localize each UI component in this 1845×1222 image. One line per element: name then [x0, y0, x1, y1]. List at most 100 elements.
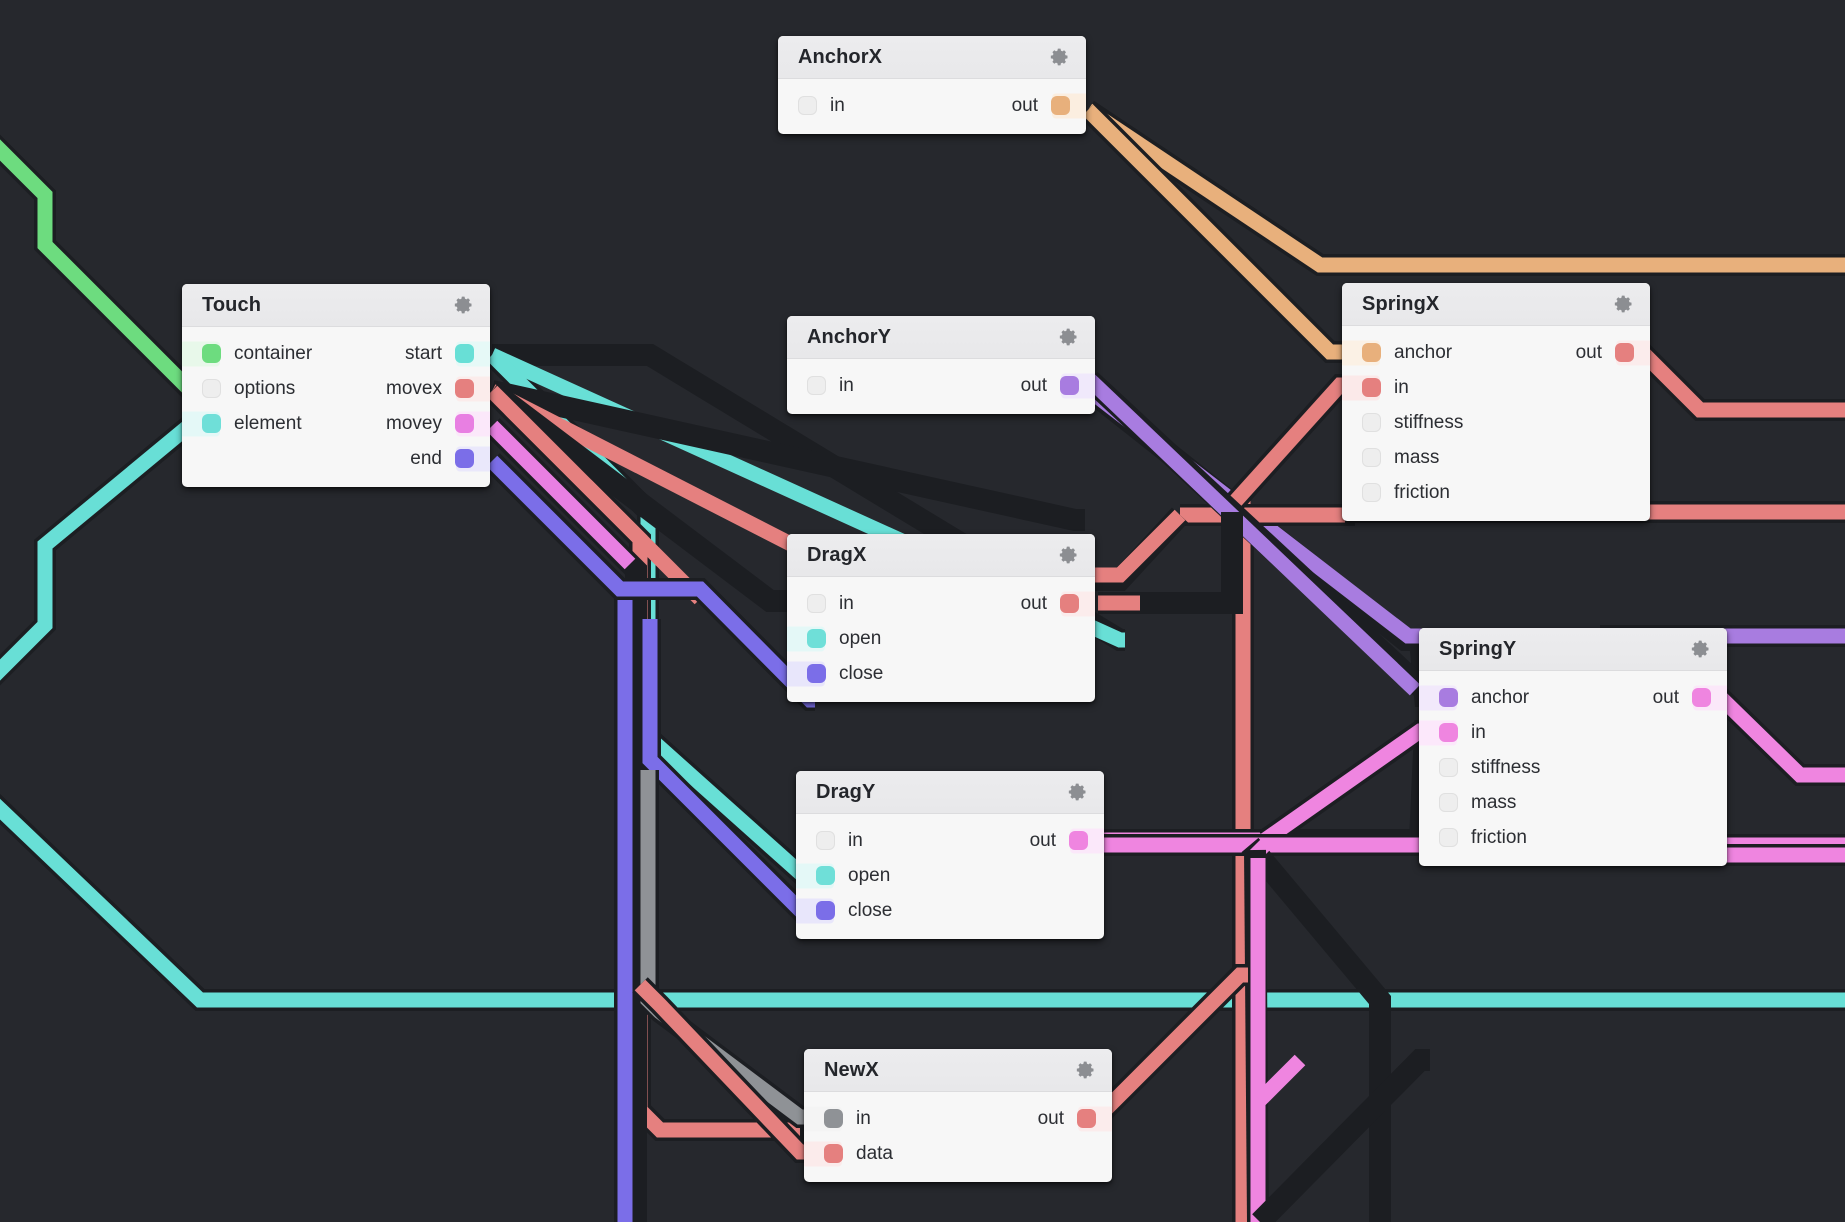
port-dot[interactable] [455, 344, 474, 363]
port-row[interactable]: in out [787, 368, 1095, 403]
port-dot[interactable] [1692, 688, 1711, 707]
port-row[interactable]: mass [1419, 785, 1727, 820]
port-in[interactable]: in [816, 830, 863, 852]
port-dot[interactable] [824, 1144, 843, 1163]
port-row[interactable]: in out [778, 88, 1086, 123]
port-in[interactable]: in [807, 375, 854, 397]
port-dot[interactable] [1615, 343, 1634, 362]
port-dot[interactable] [1077, 1109, 1096, 1128]
port-dot[interactable] [455, 414, 474, 433]
port-dot[interactable] [1439, 688, 1458, 707]
node-dragx[interactable]: DragX in out open [787, 534, 1095, 702]
port-dot[interactable] [816, 866, 835, 885]
port-in[interactable]: in [1342, 375, 1409, 400]
port-dot[interactable] [816, 901, 835, 920]
gear-icon[interactable] [1691, 639, 1711, 659]
port-in[interactable]: open [787, 626, 881, 651]
port-out[interactable]: out [1021, 373, 1095, 398]
port-dot[interactable] [455, 449, 474, 468]
port-in[interactable]: mass [1362, 447, 1439, 469]
port-dot[interactable] [202, 344, 221, 363]
port-in[interactable]: container [182, 341, 312, 366]
node-anchory[interactable]: AnchorY in out [787, 316, 1095, 414]
port-row[interactable]: in out [804, 1101, 1112, 1136]
port-dot[interactable] [807, 376, 826, 395]
port-row[interactable]: close [796, 893, 1104, 928]
port-in[interactable]: mass [1439, 792, 1516, 814]
port-row[interactable]: friction [1342, 475, 1650, 510]
port-dot[interactable] [1439, 828, 1458, 847]
port-in[interactable]: in [807, 593, 854, 615]
port-dot[interactable] [798, 96, 817, 115]
port-row[interactable]: in [1419, 715, 1727, 750]
port-in[interactable]: stiffness [1439, 757, 1540, 779]
port-out[interactable]: end [410, 446, 490, 471]
node-header[interactable]: Touch [182, 284, 490, 327]
port-row[interactable]: in [1342, 370, 1650, 405]
port-in[interactable]: open [796, 863, 890, 888]
port-row[interactable]: open [787, 621, 1095, 656]
port-dot[interactable] [1362, 448, 1381, 467]
port-row[interactable]: open [796, 858, 1104, 893]
port-dot[interactable] [1362, 378, 1381, 397]
node-header[interactable]: SpringX [1342, 283, 1650, 326]
port-dot[interactable] [824, 1109, 843, 1128]
node-newx[interactable]: NewX in out data [804, 1049, 1112, 1182]
port-out[interactable]: movex [386, 376, 490, 401]
node-dragy[interactable]: DragY in out open [796, 771, 1104, 939]
port-row[interactable]: container start [182, 336, 490, 371]
port-in[interactable]: in [798, 95, 845, 117]
port-dot[interactable] [1051, 96, 1070, 115]
port-row[interactable]: mass [1342, 440, 1650, 475]
port-dot[interactable] [202, 414, 221, 433]
port-in[interactable]: close [787, 661, 883, 686]
node-anchorx[interactable]: AnchorX in out [778, 36, 1086, 134]
port-in[interactable]: friction [1362, 482, 1450, 504]
port-in[interactable]: stiffness [1362, 412, 1463, 434]
node-header[interactable]: AnchorX [778, 36, 1086, 79]
port-row[interactable]: end [182, 441, 490, 476]
port-dot[interactable] [816, 831, 835, 850]
node-header[interactable]: SpringY [1419, 628, 1727, 671]
port-dot[interactable] [1060, 376, 1079, 395]
port-dot[interactable] [1362, 343, 1381, 362]
port-in[interactable]: friction [1439, 827, 1527, 849]
gear-icon[interactable] [1050, 47, 1070, 67]
port-dot[interactable] [1439, 793, 1458, 812]
port-dot[interactable] [1439, 758, 1458, 777]
port-row[interactable]: anchor out [1342, 335, 1650, 370]
port-out[interactable]: movey [386, 411, 490, 436]
port-in[interactable]: element [182, 411, 302, 436]
node-touch[interactable]: Touch container start options [182, 284, 490, 487]
port-row[interactable]: friction [1419, 820, 1727, 855]
node-header[interactable]: AnchorY [787, 316, 1095, 359]
port-dot[interactable] [807, 594, 826, 613]
port-out[interactable]: out [1012, 93, 1086, 118]
port-row[interactable]: element movey [182, 406, 490, 441]
port-row[interactable]: close [787, 656, 1095, 691]
port-out[interactable]: start [405, 341, 490, 366]
port-out[interactable]: out [1038, 1106, 1112, 1131]
port-out[interactable]: out [1576, 340, 1650, 365]
node-springy[interactable]: SpringY anchor out in [1419, 628, 1727, 866]
gear-icon[interactable] [1059, 545, 1079, 565]
port-dot[interactable] [1439, 723, 1458, 742]
port-in[interactable]: anchor [1419, 685, 1529, 710]
port-dot[interactable] [1362, 483, 1381, 502]
port-dot[interactable] [1069, 831, 1088, 850]
port-dot[interactable] [1362, 413, 1381, 432]
node-springx[interactable]: SpringX anchor out in [1342, 283, 1650, 521]
gear-icon[interactable] [1068, 782, 1088, 802]
port-row[interactable]: in out [787, 586, 1095, 621]
port-out[interactable]: out [1653, 685, 1727, 710]
port-in[interactable]: close [796, 898, 892, 923]
port-dot[interactable] [807, 664, 826, 683]
node-header[interactable]: NewX [804, 1049, 1112, 1092]
port-dot[interactable] [1060, 594, 1079, 613]
gear-icon[interactable] [454, 295, 474, 315]
port-dot[interactable] [202, 379, 221, 398]
port-row[interactable]: data [804, 1136, 1112, 1171]
port-in[interactable]: options [202, 378, 295, 400]
gear-icon[interactable] [1614, 294, 1634, 314]
